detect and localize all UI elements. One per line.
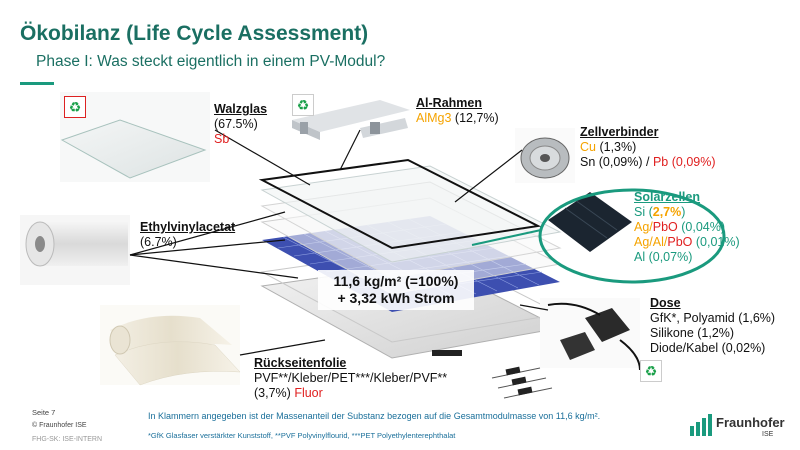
label-solarzellen: Solarzellen Si (2,7%) Ag/PbO (0,04%) Ag/… — [634, 190, 740, 265]
label-rueckseitenfolie: Rückseitenfolie PVF**/Kleber/PET***/Kleb… — [254, 356, 447, 401]
label-dose: Dose GfK*, Polyamid (1,6%) Silikone (1,2… — [650, 296, 775, 356]
diodes-image — [492, 367, 552, 398]
label-zellverbinder: Zellverbinder Cu (1,3%) Sn (0,09%) / Pb … — [580, 125, 716, 170]
fraunhofer-logo-sub: ISE — [762, 431, 773, 438]
footnote-abbreviations: *GfK Glasfaser verstärkter Kunststoff, *… — [148, 431, 455, 440]
fraunhofer-logo: Fraunhofer ISE — [690, 412, 790, 444]
fraunhofer-logo-icon — [690, 414, 712, 436]
junction-box-image — [540, 298, 640, 370]
fraunhofer-logo-name: Fraunhofer — [716, 415, 785, 430]
label-eva: Ethylvinylacetat (6.7%) — [140, 220, 235, 250]
page-number: Seite 7 — [32, 408, 55, 417]
recycle-icon: ♻ — [292, 94, 314, 116]
recycle-icon: ♻ — [64, 96, 86, 118]
backsheet-rolls-image — [100, 305, 240, 385]
copyright: © Fraunhofer ISE — [32, 422, 87, 429]
eva-roll-image — [20, 215, 130, 285]
label-al-rahmen: Al-Rahmen AlMg3 (12,7%) — [416, 96, 499, 126]
classification: FHG-SK: ISE-INTERN — [32, 436, 102, 443]
module-layer-stack — [262, 160, 560, 358]
wire-spool-image — [515, 128, 575, 183]
label-walzglas: Walzglas (67.5%) Sb — [214, 102, 267, 147]
solar-cell-image — [548, 192, 632, 252]
module-energy: + 3,32 kWh Strom — [318, 290, 474, 307]
recycle-icon: ♻ — [640, 360, 662, 382]
module-mass-box: 11,6 kg/m² (=100%) + 3,32 kWh Strom — [318, 270, 474, 310]
footnote-mass: In Klammern angegeben ist der Massenante… — [148, 411, 600, 421]
module-mass: 11,6 kg/m² (=100%) — [318, 273, 474, 290]
